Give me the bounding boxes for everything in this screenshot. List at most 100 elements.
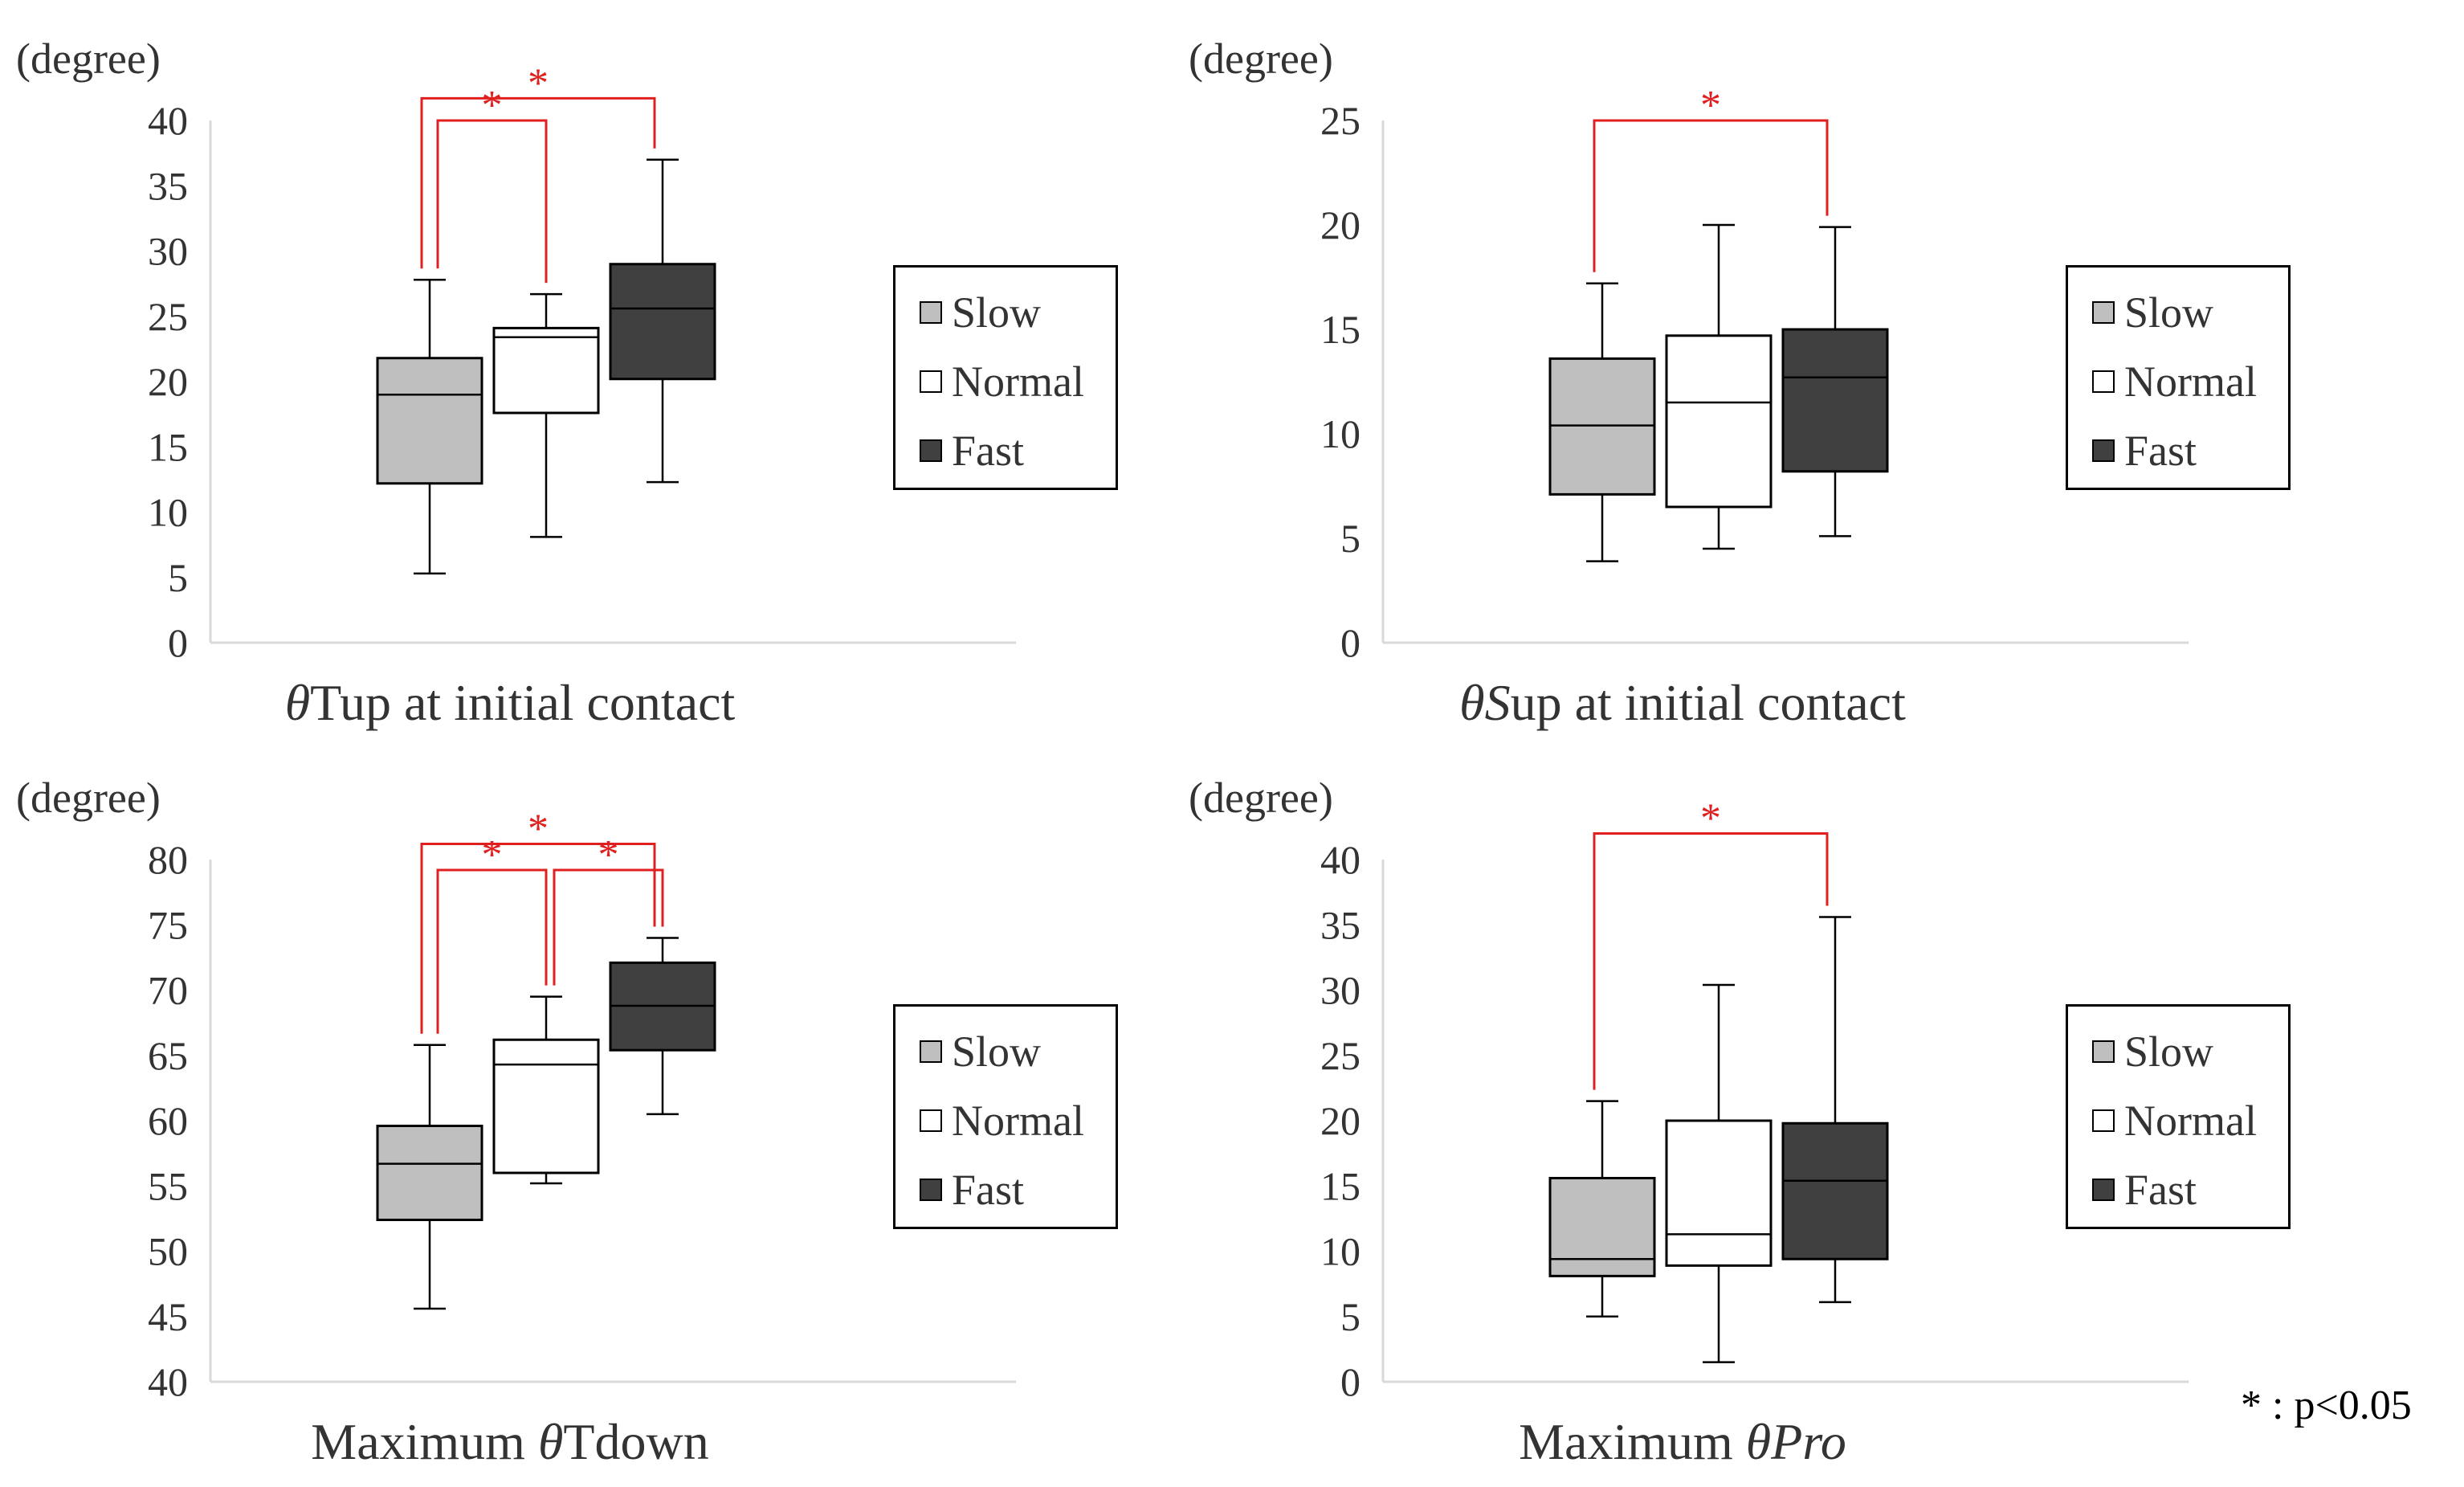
legend-swatch-fast [2092, 439, 2115, 462]
legend-swatch-normal [2092, 1109, 2115, 1132]
significance-star: * [482, 83, 503, 129]
box-normal [492, 292, 600, 538]
significance-bracket [553, 868, 664, 986]
y-tick-label: 15 [1320, 307, 1361, 352]
caption-italic-part: θ [537, 1413, 564, 1470]
y-tick-label: 45 [148, 1294, 188, 1339]
y-tick-label: 25 [1320, 98, 1361, 143]
chart-caption: Maximum θTdown [0, 1412, 1020, 1472]
legend: Slow Normal Fast [893, 1004, 1118, 1229]
legend-swatch-slow [2092, 301, 2115, 324]
y-tick-label: 20 [1320, 202, 1361, 247]
y-tick-label: 5 [1340, 516, 1361, 561]
legend: Slow Normal Fast [2066, 265, 2291, 490]
significance-star: * [1700, 83, 1721, 129]
caption-text-part: up at initial contact [1510, 674, 1906, 731]
y-tick-label: 80 [148, 837, 188, 882]
caption-italic-part: θS [1459, 674, 1511, 731]
legend-label-slow: Slow [952, 1027, 1042, 1076]
y-axis-unit-label: (degree) [1189, 774, 1333, 822]
iqr-box-normal [1665, 334, 1773, 509]
legend-swatch-fast [920, 1179, 942, 1201]
legend-swatch-slow [920, 301, 942, 324]
y-axis-unit-label: (degree) [16, 35, 161, 83]
legend-item-normal: Normal [920, 1089, 1084, 1153]
caption-prefix: Maximum [311, 1413, 538, 1470]
box-slow [376, 279, 483, 575]
legend-label-normal: Normal [952, 1097, 1084, 1145]
y-tick-label: 65 [148, 1033, 188, 1078]
legend-swatch-slow [2092, 1040, 2115, 1063]
iqr-box-slow [376, 1125, 483, 1221]
legend-item-fast: Fast [2092, 1158, 2197, 1222]
legend-label-normal: Normal [2124, 1097, 2257, 1145]
iqr-box-fast [1781, 1121, 1889, 1260]
significance-bracket [1593, 832, 1829, 1090]
box-fast [1781, 226, 1889, 537]
caption-text-part: Tup at initial contact [310, 674, 736, 731]
legend-item-slow: Slow [920, 280, 1041, 345]
y-tick-label: 35 [1320, 902, 1361, 947]
y-tick-label: 10 [1320, 411, 1361, 456]
box-normal [1665, 223, 1773, 550]
box-fast [609, 937, 716, 1116]
legend-swatch-normal [2092, 370, 2115, 393]
significance-bracket [436, 119, 548, 284]
y-tick-label: 30 [148, 229, 188, 274]
caption-text-part: Tdown [563, 1413, 709, 1470]
y-tick-label: 30 [1320, 968, 1361, 1013]
legend-item-slow: Slow [2092, 280, 2213, 345]
y-tick-label: 40 [148, 1359, 188, 1404]
caption-italic-part: θPro [1745, 1413, 1846, 1470]
y-tick-label: 60 [148, 1098, 188, 1143]
iqr-box-slow [376, 357, 483, 485]
y-tick-label: 5 [1340, 1294, 1361, 1339]
legend-item-normal: Normal [2092, 1089, 2257, 1153]
legend-item-normal: Normal [2092, 349, 2257, 414]
legend-swatch-slow [920, 1040, 942, 1063]
chart-caption: θSup at initial contact [1173, 673, 2193, 733]
iqr-box-slow [1548, 357, 1656, 496]
y-tick-label: 0 [1340, 1359, 1361, 1404]
legend-label-fast: Fast [2124, 1166, 2197, 1214]
chart-caption: θTup at initial contact [0, 673, 1020, 733]
legend-item-fast: Fast [920, 419, 1024, 483]
legend-item-normal: Normal [920, 349, 1084, 414]
y-tick-label: 15 [1320, 1163, 1361, 1208]
legend-label-fast: Fast [2124, 427, 2197, 475]
legend-label-fast: Fast [952, 427, 1025, 475]
box-fast [609, 158, 716, 484]
legend-swatch-fast [920, 439, 942, 462]
significance-footnote: * : p<0.05 [2241, 1383, 2412, 1428]
significance-star: * [1700, 796, 1721, 842]
y-tick-label: 10 [1320, 1229, 1361, 1274]
legend-swatch-normal [920, 1109, 942, 1132]
y-tick-label: 25 [148, 294, 188, 339]
legend-item-fast: Fast [920, 1158, 1024, 1222]
y-tick-label: 5 [168, 555, 188, 600]
legend-item-slow: Slow [920, 1019, 1041, 1084]
box-normal [1665, 983, 1773, 1363]
significance-star: * [528, 60, 549, 106]
significance-star: * [598, 832, 619, 878]
box-normal [492, 995, 600, 1185]
y-tick-label: 20 [148, 359, 188, 404]
legend-label-slow: Slow [2124, 288, 2214, 337]
legend-label-normal: Normal [2124, 357, 2257, 406]
y-tick-label: 20 [1320, 1098, 1361, 1143]
iqr-box-fast [609, 263, 716, 381]
box-slow [1548, 1100, 1656, 1317]
iqr-box-slow [1548, 1177, 1656, 1277]
box-fast [1781, 916, 1889, 1304]
box-slow [376, 1044, 483, 1310]
y-axis-unit-label: (degree) [1189, 35, 1333, 83]
y-tick-label: 35 [148, 163, 188, 208]
box-slow [1548, 282, 1656, 562]
